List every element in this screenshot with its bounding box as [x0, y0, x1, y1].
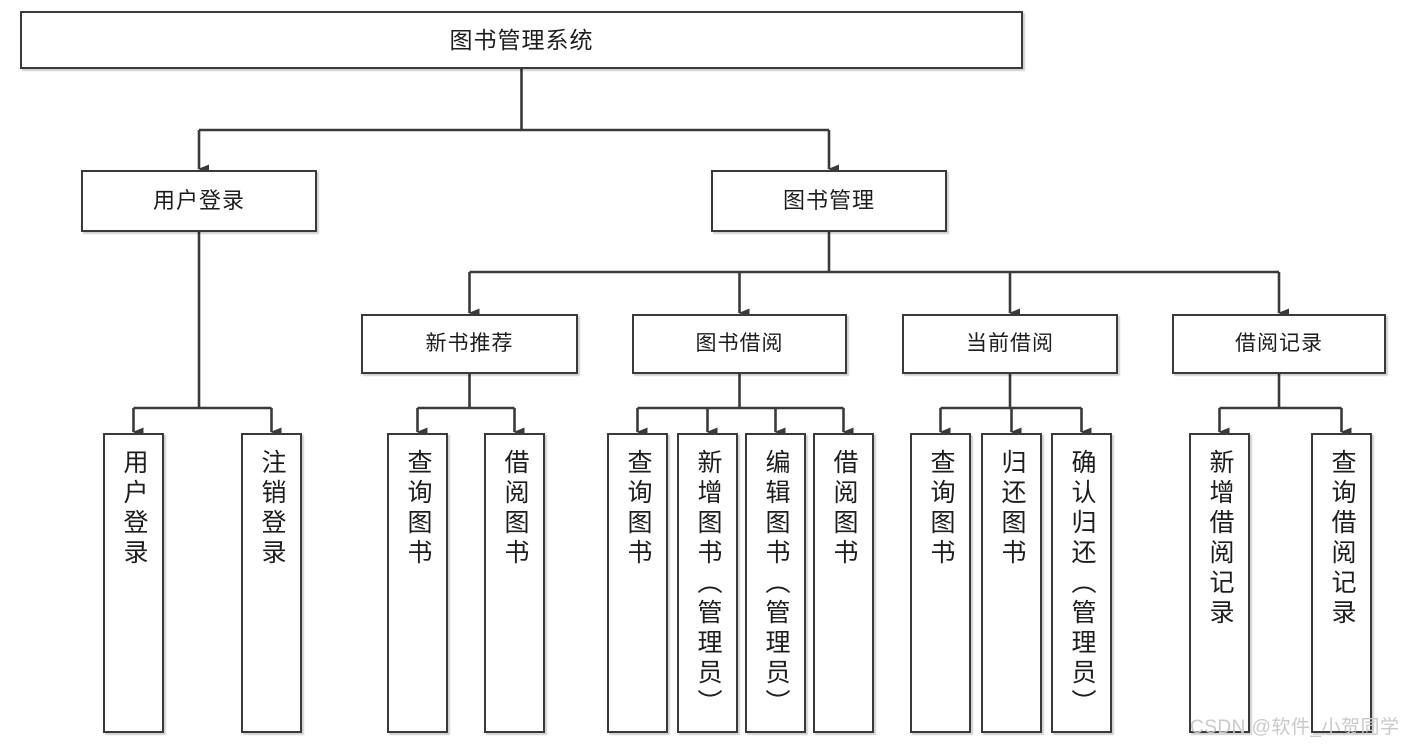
- node-leaf-query-record[interactable]: 查询借阅记录: [1311, 433, 1372, 733]
- node-label-leaf-add-book: 新增图书（管理员）: [694, 449, 722, 719]
- node-label-leaf-user-login: 用户登录: [120, 449, 148, 569]
- node-borrow-record[interactable]: 借阅记录: [1172, 314, 1386, 374]
- node-label-current-borrow: 当前借阅: [966, 331, 1054, 355]
- node-label-leaf-borrow-book-1: 借阅图书: [501, 449, 529, 569]
- node-label-new-book-rec: 新书推荐: [425, 331, 514, 355]
- node-label-leaf-edit-book: 编辑图书（管理员）: [762, 449, 790, 719]
- node-label-borrow-record: 借阅记录: [1235, 331, 1323, 355]
- node-label-root: 图书管理系统: [449, 26, 594, 53]
- node-label-leaf-return-book: 归还图书: [998, 449, 1026, 569]
- node-leaf-return-book[interactable]: 归还图书: [981, 433, 1042, 733]
- node-root[interactable]: 图书管理系统: [20, 11, 1023, 69]
- node-leaf-query-book-2[interactable]: 查询图书: [607, 433, 668, 733]
- node-book-manage[interactable]: 图书管理: [711, 170, 947, 232]
- node-user-login[interactable]: 用户登录: [81, 170, 317, 232]
- node-leaf-confirm-return[interactable]: 确认归还（管理员）: [1051, 433, 1112, 733]
- node-leaf-borrow-book-1[interactable]: 借阅图书: [484, 433, 545, 733]
- node-label-leaf-query-record: 查询借阅记录: [1328, 449, 1356, 629]
- node-label-leaf-query-book-1: 查询图书: [404, 449, 432, 569]
- node-label-leaf-query-book-2: 查询图书: [624, 449, 652, 569]
- node-label-book-manage: 图书管理: [782, 188, 875, 214]
- node-label-leaf-borrow-book-2: 借阅图书: [830, 449, 858, 569]
- node-leaf-borrow-book-2[interactable]: 借阅图书: [813, 433, 874, 733]
- node-label-leaf-query-book-3: 查询图书: [927, 449, 955, 569]
- node-leaf-add-record[interactable]: 新增借阅记录: [1189, 433, 1250, 733]
- node-leaf-user-logout[interactable]: 注销登录: [241, 433, 302, 733]
- csdn-watermark: CSDN @软件_小贺同学: [1190, 717, 1400, 738]
- node-leaf-user-login[interactable]: 用户登录: [103, 433, 164, 733]
- node-book-borrow[interactable]: 图书借阅: [632, 314, 847, 374]
- node-leaf-query-book-3[interactable]: 查询图书: [910, 433, 971, 733]
- node-label-leaf-user-logout: 注销登录: [258, 449, 286, 569]
- node-label-user-login: 用户登录: [152, 188, 245, 214]
- node-leaf-add-book[interactable]: 新增图书（管理员）: [677, 433, 738, 733]
- node-label-leaf-add-record: 新增借阅记录: [1206, 449, 1234, 629]
- node-label-book-borrow: 图书借阅: [695, 331, 784, 355]
- node-current-borrow[interactable]: 当前借阅: [902, 314, 1118, 374]
- node-leaf-edit-book[interactable]: 编辑图书（管理员）: [745, 433, 806, 733]
- node-label-leaf-confirm-return: 确认归还（管理员）: [1068, 449, 1096, 719]
- node-new-book-rec[interactable]: 新书推荐: [361, 314, 578, 374]
- node-leaf-query-book-1[interactable]: 查询图书: [387, 433, 448, 733]
